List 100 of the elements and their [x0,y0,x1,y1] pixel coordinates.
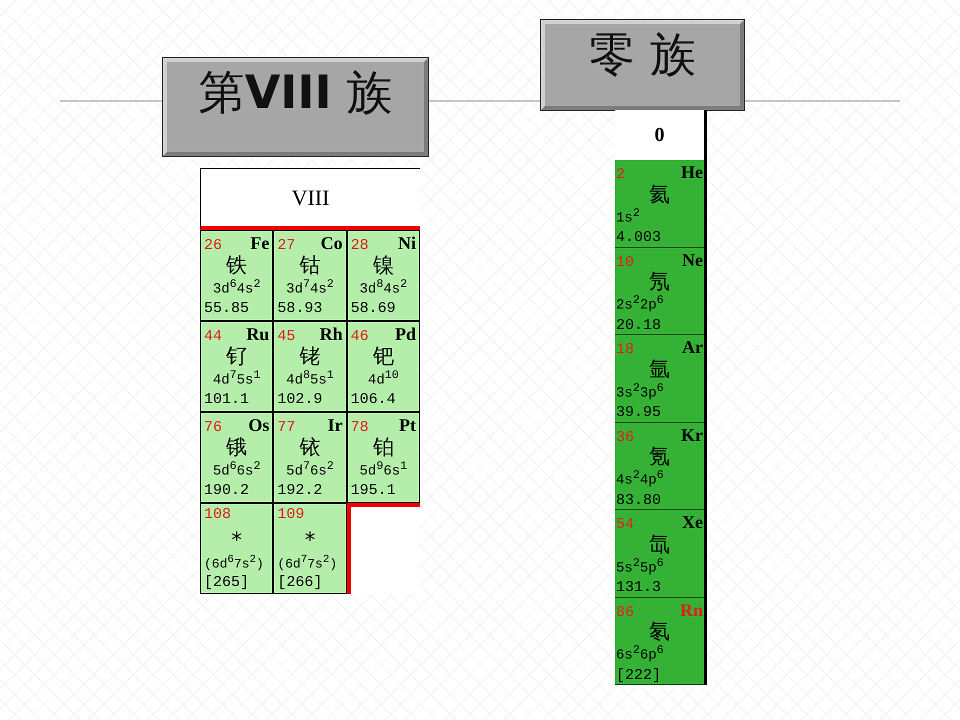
element-symbol: Pt [399,416,416,435]
element-symbol: Fe [250,234,270,253]
column-heading: 0 [615,110,704,160]
atomic-number: 109 [277,507,306,523]
atomic-number: 10 [616,254,634,270]
electron-configuration: 4d$^{8}$5s$^{1}$ [285,368,335,388]
atomic-number: 44 [204,329,222,345]
atomic-number: 27 [277,238,296,254]
atomic-mass: 58.93 [277,301,324,317]
atomic-mass: 39.95 [616,405,662,421]
element-name: * [230,528,243,551]
element-symbol: Ni [398,234,416,253]
element-name: 铂 [372,436,395,458]
atomic-mass: [266] [277,574,324,591]
group-heading-box: 零 族 [541,20,744,110]
element-symbol: Ir [328,416,343,435]
element-cell [200,230,274,321]
group-heading-box: 第VIII 族 [163,58,428,156]
element-cell [200,412,274,503]
atomic-number: 86 [616,604,634,620]
element-symbol: Kr [681,426,703,444]
atomic-number: 18 [616,342,634,358]
element-cell [273,503,347,594]
column-heading: VIII [200,168,420,230]
atomic-mass: 102.9 [277,392,324,408]
atomic-number: 76 [204,420,222,436]
element-symbol: Co [320,234,343,253]
element-name: 氦 [648,182,671,205]
electron-configuration: 5d$^{7}$6s$^{2}$ [285,460,335,480]
atomic-mass: 131.3 [616,580,662,596]
element-cell [200,321,274,412]
element-cell [200,503,274,594]
element-symbol: He [681,163,703,182]
element-symbol: Rn [680,600,703,620]
element-cell [615,335,704,422]
atomic-mass: 20.18 [616,318,662,334]
element-name: 氖 [648,270,671,292]
electron-configuration: 5d$^{9}$6s$^{1}$ [358,460,408,480]
electron-configuration: 3d$^{6}$4s$^{2}$ [212,278,262,298]
element-name: 氙 [648,532,671,555]
element-symbol: Rh [320,325,343,344]
electron-configuration: 5s$^{2}$5p$^{6}$ [616,556,665,576]
element-name: 钴 [298,254,322,276]
element-cell [615,160,704,248]
periodic-table-section [615,110,707,685]
atomic-number: 108 [204,507,232,523]
atomic-mass: 83.80 [616,492,662,508]
element-cell [273,412,347,503]
element-name: 铱 [298,436,322,458]
element-cell [273,321,347,412]
atomic-number: 26 [204,238,222,254]
element-symbol: Ar [682,338,703,357]
atomic-mass: 195.1 [350,483,397,499]
atomic-mass: 106.4 [350,392,397,408]
element-symbol: Ru [246,325,270,344]
element-name: 镍 [372,254,395,276]
atomic-number: 54 [616,517,634,533]
atomic-number: 36 [616,430,634,446]
atomic-number: 28 [350,238,369,254]
electron-configuration: 4d$^{10}$ [366,368,400,388]
element-name: 钯 [372,344,395,367]
atomic-number: 77 [277,420,296,436]
element-name: 氡 [648,620,671,642]
atomic-mass: 58.69 [350,301,397,317]
electron-configuration: 3d$^{7}$4s$^{2}$ [285,278,335,298]
element-cell [615,422,704,510]
electron-configuration: 4d$^{7}$5s$^{1}$ [212,368,262,388]
element-name: 锇 [225,436,248,458]
electron-configuration: (6d$^{6}$7s$^{2}$) [204,554,265,571]
element-name: * [304,528,316,551]
periodic-table-section [200,168,420,594]
element-symbol: Os [248,416,270,435]
element-name: 钌 [225,344,248,367]
element-symbol: Pd [394,325,416,344]
atomic-number: 2 [616,167,626,183]
atomic-mass: 101.1 [204,392,250,408]
element-name: 铁 [225,254,248,276]
electron-configuration: 2s$^{2}$2p$^{6}$ [616,294,665,314]
element-cell [346,230,420,321]
electron-configuration: 1s$^{2}$ [616,206,641,226]
atomic-mass: 190.2 [204,483,250,499]
atomic-number: 78 [350,420,369,436]
atomic-mass: 192.2 [277,483,324,499]
element-name: 铑 [298,344,322,367]
atomic-number: 45 [277,329,296,345]
electron-configuration: 5d$^{6}$6s$^{2}$ [212,460,262,480]
element-symbol: Ne [682,250,703,270]
atomic-number: 46 [350,329,369,345]
element-name: 氩 [648,358,671,380]
element-cell [346,412,420,503]
electron-configuration: 3d$^{8}$4s$^{2}$ [358,278,408,298]
electron-configuration: 4s$^{2}$4p$^{6}$ [616,469,665,489]
electron-configuration: (6d$^{7}$7s$^{2}$) [277,554,338,571]
element-cell [615,510,704,598]
element-name: 氪 [648,445,671,468]
element-cell [615,248,704,335]
electron-configuration: 3s$^{2}$3p$^{6}$ [616,382,665,402]
element-cell [346,321,420,412]
atomic-mass: [222] [616,668,662,684]
element-cell [615,598,704,685]
